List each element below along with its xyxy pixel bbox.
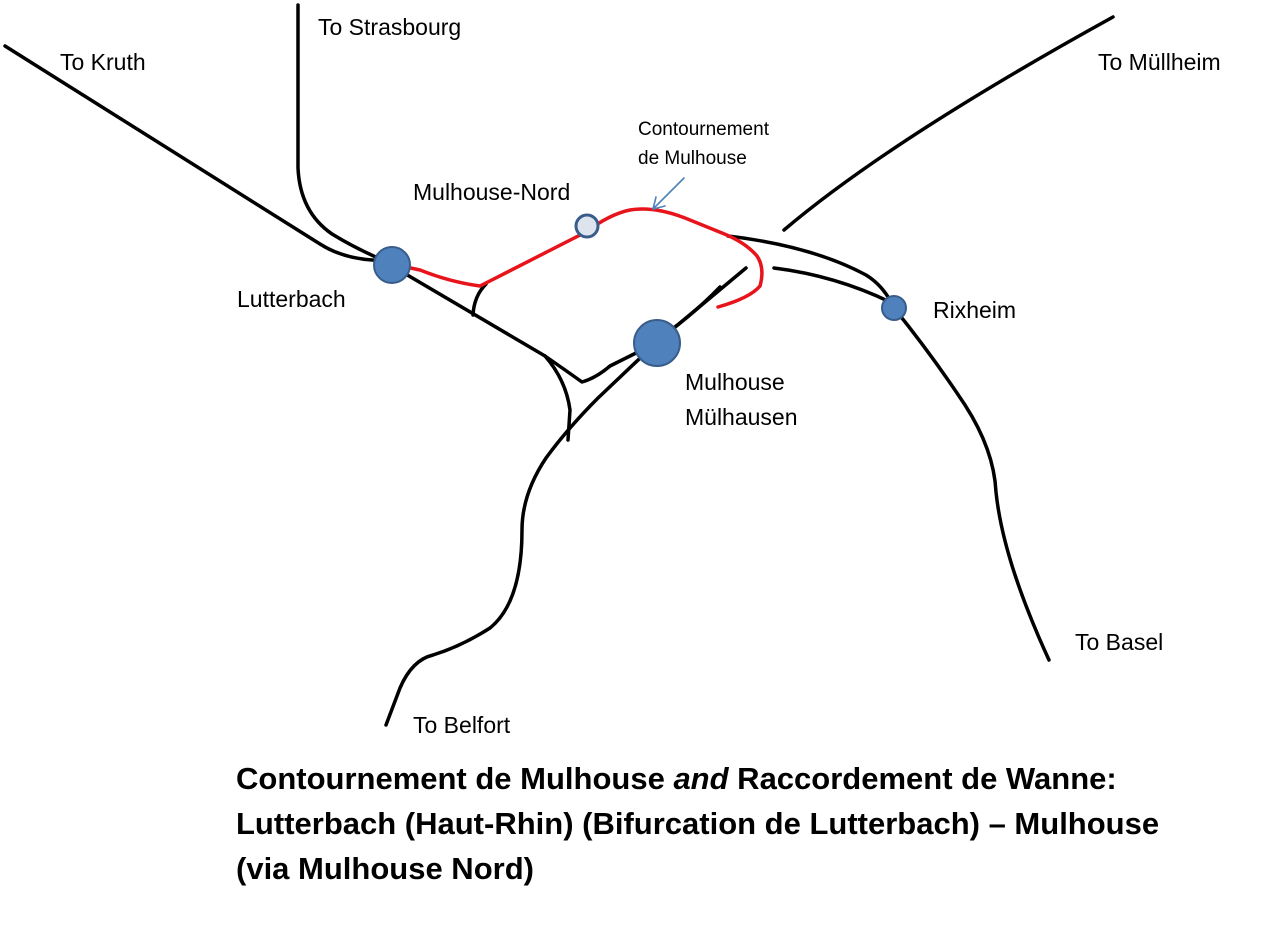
track-chord-wanne — [471, 282, 488, 317]
diagram-caption: Contournement de Mulhouse and Raccordeme… — [236, 756, 1159, 891]
label-to-mullheim: To Müllheim — [1098, 49, 1221, 75]
label-to-basel: To Basel — [1075, 629, 1164, 655]
mulhouse-nord-station-icon — [574, 213, 600, 239]
label-to-kruth: To Kruth — [60, 49, 146, 75]
annotation-line-1: Contournement — [638, 119, 769, 140]
track-to-mullheim — [782, 15, 1115, 232]
lutterbach-station-icon — [373, 246, 411, 284]
track-to-kruth — [3, 44, 394, 263]
label-lutterbach: Lutterbach — [237, 286, 346, 312]
track-to-basel — [892, 306, 1051, 662]
caption-line-2: Lutterbach (Haut-Rhin) (Bifurcation de L… — [236, 806, 1160, 841]
annotation-arrow — [652, 177, 685, 210]
annotation-line-2: de Mulhouse — [638, 148, 747, 170]
track-lutterbach-mulhouse — [390, 264, 658, 384]
track-rixheim-west — [726, 234, 896, 310]
caption-line-1: Contournement de Mulhouse and Raccordeme… — [236, 761, 1117, 796]
label-to-strasbourg: To Strasbourg — [318, 14, 462, 40]
label-mulhouse-nord: Mulhouse-Nord — [413, 179, 571, 205]
track-to-strasbourg — [296, 3, 394, 266]
label-contournement-annotation: Contournement de Mulhouse — [638, 115, 769, 174]
label-mulhouse: Mulhouse — [685, 369, 785, 395]
caption-line-3: (via Mulhouse Nord) — [236, 851, 534, 886]
track-belfort-curve — [543, 354, 572, 442]
label-to-belfort: To Belfort — [413, 712, 511, 738]
label-mulhausen: Mülhausen — [685, 404, 798, 430]
contournement-de-mulhouse-track — [390, 207, 764, 309]
rixheim-station-icon — [881, 295, 907, 321]
label-rixheim: Rixheim — [933, 297, 1017, 323]
mulhouse-station-icon — [633, 319, 681, 367]
track-to-belfort — [384, 341, 658, 727]
track-rixheim-west-2 — [772, 266, 896, 306]
